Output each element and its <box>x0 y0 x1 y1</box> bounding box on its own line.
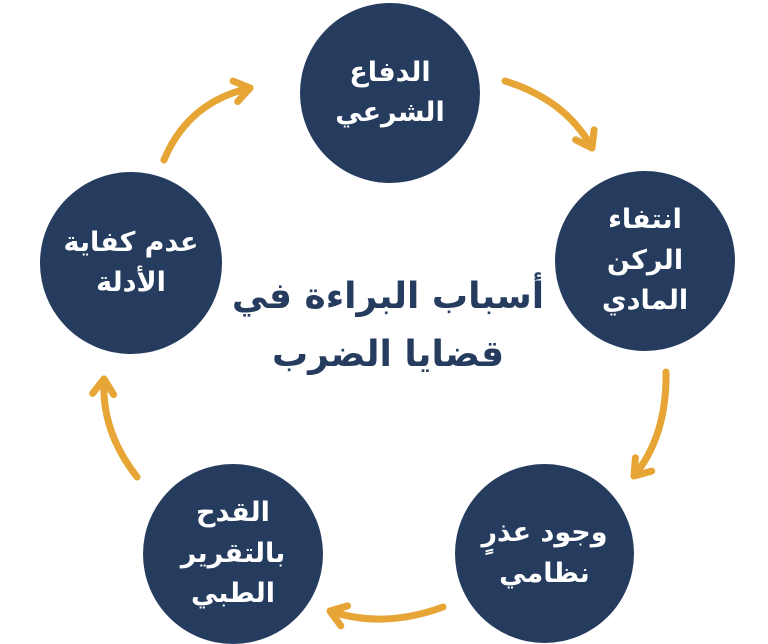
node-label: عدم كفاية الأدلة <box>63 226 199 299</box>
title-line-1: أسباب البراءة في <box>231 276 545 317</box>
node-existence-of-legal-excuse: وجود عذرٍ نظامي <box>455 464 634 643</box>
node-insufficient-evidence: عدم كفاية الأدلة <box>40 172 222 354</box>
node-legal-self-defense: الدفاع الشرعي <box>300 3 480 183</box>
node-label: وجود عذرٍ نظامي <box>481 517 608 589</box>
title-line-2: قضايا الضرب <box>271 333 505 375</box>
arrow-left-to-top-icon <box>160 77 254 164</box>
arrow-right-to-bottom-right-icon <box>630 368 670 480</box>
node-label: الدفاع الشرعي <box>335 56 445 129</box>
arrow-bottom-right-to-bottom-left-icon <box>326 602 447 630</box>
arrow-bottom-left-to-left-icon <box>89 375 141 481</box>
node-absence-of-material-element: انتفاء الركن المادي <box>555 171 735 351</box>
diagram-title: أسباب البراءة في قضايا الضرب <box>188 268 588 383</box>
node-challenging-medical-report: القدح بالتقرير الطبي <box>143 464 323 644</box>
node-label: القدح بالتقرير الطبي <box>180 497 286 610</box>
node-label: انتفاء الركن المادي <box>601 204 689 317</box>
arrow-top-to-right-icon <box>501 77 598 152</box>
